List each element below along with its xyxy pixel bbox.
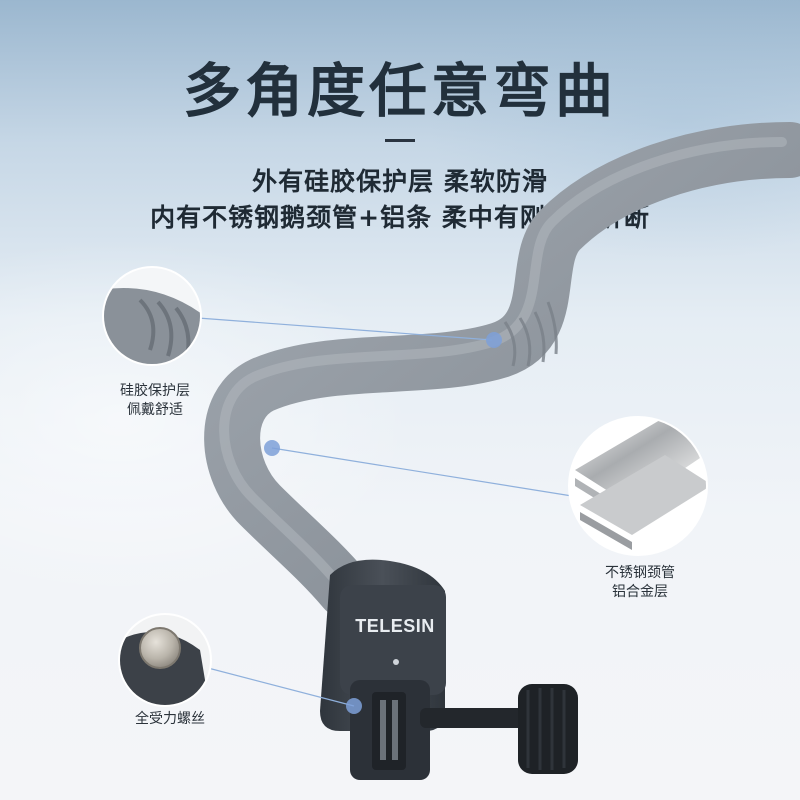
title-divider	[385, 139, 415, 142]
gooseneck-tube	[204, 122, 800, 618]
callout-line: 铝合金层	[612, 584, 668, 600]
callout-line: 不锈钢颈管	[605, 565, 675, 581]
callout-label-steel: 不锈钢颈管 铝合金层	[580, 564, 700, 602]
screw-icon	[118, 613, 212, 707]
callout-line: 全受力螺丝	[135, 711, 205, 727]
callout-dot	[346, 698, 362, 714]
page-title: 多角度任意弯曲	[182, 57, 617, 125]
callout-label-screw: 全受力螺丝	[110, 710, 230, 729]
callout-pointers	[197, 317, 573, 707]
callout-dot	[486, 332, 502, 348]
callout-line: 佩戴舒适	[127, 402, 183, 418]
silicone-texture-icon	[102, 266, 202, 366]
steel-layer-icon	[568, 416, 708, 556]
callout-label-silicone: 硅胶保护层 佩戴舒适	[100, 382, 210, 420]
brand-logo: TELESIN	[355, 616, 435, 636]
camera-mount	[350, 680, 578, 780]
subtitle-line-1: 外有硅胶保护层 柔软防滑	[252, 167, 548, 196]
callout-dot	[264, 440, 280, 456]
callout-line: 硅胶保护层	[120, 383, 190, 399]
